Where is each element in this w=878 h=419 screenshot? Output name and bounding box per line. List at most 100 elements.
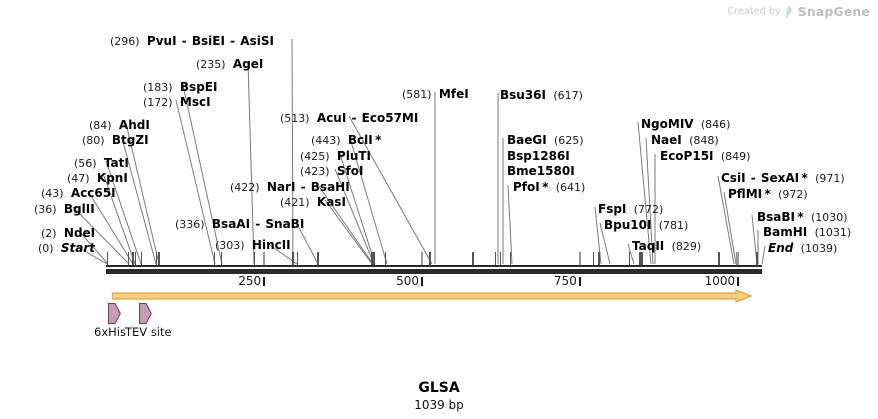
site-tick[interactable] (509, 252, 512, 265)
site-position: (47) (67, 172, 90, 185)
site-position: (36) (34, 203, 57, 216)
site-tick[interactable] (155, 252, 158, 265)
site-label-kasi[interactable]: (421) KasI (280, 196, 346, 209)
enzyme-name: AhdI (118, 118, 150, 132)
site-tick[interactable] (598, 252, 600, 265)
site-tick[interactable] (628, 252, 631, 265)
site-label-msci[interactable]: (172) MscI (143, 96, 211, 109)
site-tick[interactable] (220, 252, 223, 265)
site-label-nari[interactable]: (422) NarI - BsaHI (230, 181, 350, 194)
site-label-end[interactable]: End (1039) (768, 242, 837, 255)
site-label-fspi[interactable]: FspI (772) (598, 203, 663, 216)
axis-tick-label: 250 (238, 274, 266, 288)
axis-tick-value: 750 (553, 274, 577, 288)
site-label-pflmi[interactable]: PflMI * (972) (728, 188, 808, 201)
site-label-ahdi[interactable]: (84) AhdI (89, 119, 150, 132)
site-tick[interactable] (158, 252, 160, 265)
site-position: (303) (215, 239, 245, 252)
site-label-acui[interactable]: (513) AcuI - Eco57MI (280, 112, 418, 125)
site-tick[interactable] (429, 252, 431, 265)
site-position: (84) (89, 119, 112, 132)
enzyme-name: Start (60, 241, 96, 255)
site-tick[interactable] (639, 252, 641, 265)
enzyme-name: Bsp1286I (507, 149, 570, 163)
site-tick[interactable] (641, 252, 643, 265)
site-label-bglii[interactable]: (36) BglII (34, 203, 95, 216)
site-label-ngomiv[interactable]: NgoMIV (846) (641, 118, 730, 131)
site-position: (2) (41, 227, 57, 240)
site-position: (617) (553, 89, 583, 102)
axis-tick-label: 500 (396, 274, 423, 288)
site-tick[interactable] (718, 252, 721, 265)
enzyme-name: NgoMIV (641, 117, 694, 131)
site-label-pvui[interactable]: (296) PvuI - BsiEI - AsiSI (110, 35, 274, 48)
site-label-bpu10i[interactable]: Bpu10I (781) (604, 219, 688, 232)
site-label-acc65i[interactable]: (43) Acc65I (41, 187, 116, 200)
site-label-btgzi[interactable]: (80) BtgZI (82, 134, 149, 147)
axis-major-tick (420, 252, 424, 265)
feature-6xhis[interactable]: 6xHis (94, 303, 126, 339)
site-label-bamhi[interactable]: BamHI (1031) (763, 226, 851, 239)
orf-arrow[interactable] (112, 290, 752, 302)
enzyme-name: AsiSI (240, 34, 274, 48)
site-tick[interactable] (296, 252, 299, 265)
site-tick[interactable] (132, 252, 134, 265)
site-label-bsabi[interactable]: BsaBI * (1030) (757, 211, 848, 224)
site-tick[interactable] (253, 252, 256, 265)
axis-tick-value: 1000 (704, 274, 736, 288)
site-tick[interactable] (372, 252, 374, 265)
site-tick[interactable] (292, 252, 294, 265)
site-label-ecop15i[interactable]: EcoP15I (849) (660, 150, 750, 163)
site-label-kpni[interactable]: (47) KpnI (67, 172, 128, 185)
site-label-hincii[interactable]: (303) HincII (215, 239, 291, 252)
site-label-bsp1286i[interactable]: Bsp1286I (507, 150, 570, 162)
site-label-bcli[interactable]: (443) BclI * (311, 134, 381, 147)
site-label-sfoi[interactable]: (423) SfoI (300, 165, 363, 178)
site-position: (422) (230, 181, 260, 194)
site-label-pfoi[interactable]: PfoI * (641) (513, 181, 585, 194)
site-label-naei[interactable]: NaeI (848) (651, 134, 719, 147)
site-tick[interactable] (317, 252, 319, 265)
feature-tev-site[interactable]: TEV site (125, 303, 172, 339)
sequence-title: GLSA (418, 380, 460, 396)
site-position: (425) (300, 150, 330, 163)
site-tick[interactable] (499, 252, 502, 265)
site-label-taqii[interactable]: TaqII (829) (632, 240, 701, 253)
site-name-separator: - (746, 171, 760, 185)
site-label-mfei[interactable]: (581) MfeI (402, 88, 469, 101)
axis-tick-value: 250 (238, 274, 262, 288)
site-label-ndei[interactable]: (2) NdeI (41, 227, 95, 240)
enzyme-name: CsiI (721, 171, 746, 185)
site-label-start[interactable]: (0) Start (38, 242, 95, 255)
site-tick[interactable] (384, 252, 387, 265)
site-position: (846) (700, 118, 731, 131)
site-label-bspei[interactable]: (183) BspEI (143, 81, 217, 94)
site-label-bsaai[interactable]: (336) BsaAI - SnaBI (175, 218, 304, 231)
site-tick[interactable] (494, 252, 497, 265)
feature-arrow-icon (139, 303, 152, 324)
site-tick[interactable] (472, 252, 474, 265)
site-tick[interactable] (373, 252, 376, 265)
site-label-csii[interactable]: CsiI - SexAI * (971) (721, 172, 845, 185)
site-label-baegi[interactable]: BaeGI (625) (507, 134, 584, 147)
site-position: (581) (402, 88, 432, 101)
site-tick[interactable] (213, 252, 216, 265)
site-tick[interactable] (127, 252, 130, 265)
enzyme-name: SnaBI (265, 217, 305, 231)
site-tick[interactable] (106, 252, 108, 265)
site-tick[interactable] (592, 252, 595, 265)
site-tick[interactable] (756, 252, 758, 265)
enzyme-name: NarI (266, 180, 296, 194)
snapgene-leaf-icon (785, 5, 794, 18)
axis-tick-value: 500 (396, 274, 419, 288)
site-tick[interactable] (140, 252, 143, 265)
ruler-thin-line (106, 265, 762, 267)
site-label-pluti[interactable]: (425) PluTI (300, 150, 371, 163)
site-label-agei[interactable]: (235) AgeI (196, 58, 263, 71)
site-label-bsu36i[interactable]: Bsu36I (617) (500, 89, 583, 102)
site-label-tati[interactable]: (56) TatI (74, 157, 129, 170)
enzyme-name: PluTI (336, 149, 372, 163)
site-tick[interactable] (134, 252, 137, 265)
site-label-bme1580i[interactable]: Bme1580I (507, 165, 575, 177)
